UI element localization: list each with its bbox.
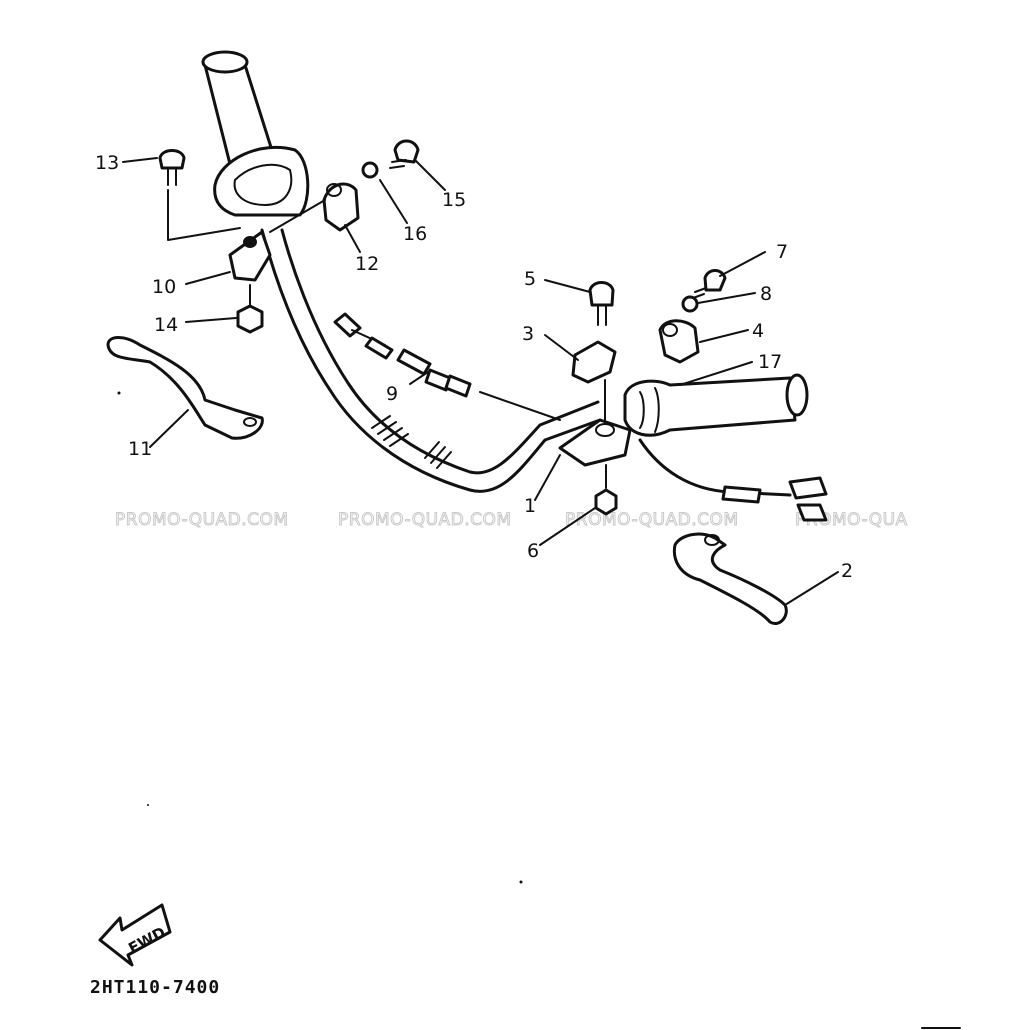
part-2-lever: [672, 532, 788, 625]
callout-1: 1: [524, 495, 536, 517]
part-11-lever: [106, 336, 264, 440]
callout-7: 7: [776, 241, 788, 263]
fwd-arrow: FWD: [98, 903, 172, 967]
part-12-clamp: [269, 182, 360, 233]
callout-9: 9: [386, 383, 398, 405]
callout-2: 2: [841, 560, 853, 582]
callout-15: 15: [442, 189, 466, 211]
handlebar: [260, 228, 632, 493]
diagram-code: 2HT110-7400: [90, 977, 220, 998]
callout-6: 6: [527, 540, 539, 562]
callout-4: 4: [752, 320, 764, 342]
callout-labels: 13 10 14 11 12 16 15 9 5 3 6 1 7 8 4 17 …: [95, 152, 853, 582]
left-grip-throttle: [201, 50, 310, 282]
callout-13: 13: [95, 152, 119, 174]
callout-8: 8: [760, 283, 772, 305]
part-4-7-8: [658, 269, 727, 364]
callout-16: 16: [403, 223, 427, 245]
part-14-nut: [236, 284, 264, 334]
watermark-1: PROMO-QUAD.COM: [115, 510, 289, 530]
callout-14: 14: [154, 314, 178, 336]
watermark-3: PROMO-QUAD.COM: [565, 510, 739, 530]
part-13-bolt: [158, 149, 241, 241]
callout-5: 5: [524, 268, 536, 290]
callout-12: 12: [355, 253, 379, 275]
switch-wiring: [638, 438, 828, 522]
part-17-grip: [623, 373, 809, 437]
callout-10: 10: [152, 276, 176, 298]
watermark-2: PROMO-QUAD.COM: [338, 510, 512, 530]
callout-17: 17: [758, 351, 782, 373]
part-3-5-switch: [571, 281, 617, 421]
callout-11: 11: [128, 438, 152, 460]
specks: [117, 391, 961, 1029]
leader-lines: [122, 157, 839, 606]
part-15-16-bolt: [361, 139, 420, 179]
watermarks: PROMO-QUAD.COM PROMO-QUAD.COM PROMO-QUAD…: [115, 510, 908, 531]
part-6-nut: [594, 464, 618, 516]
callout-3: 3: [522, 323, 534, 345]
